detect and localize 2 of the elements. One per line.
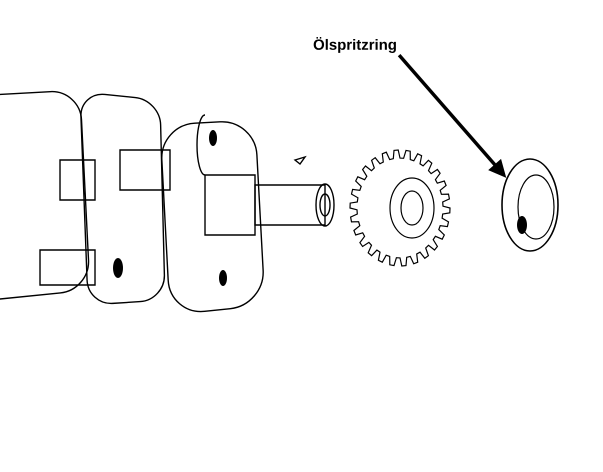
ring-drawing	[501, 158, 559, 252]
part-label: Ölspritzring	[314, 37, 396, 53]
